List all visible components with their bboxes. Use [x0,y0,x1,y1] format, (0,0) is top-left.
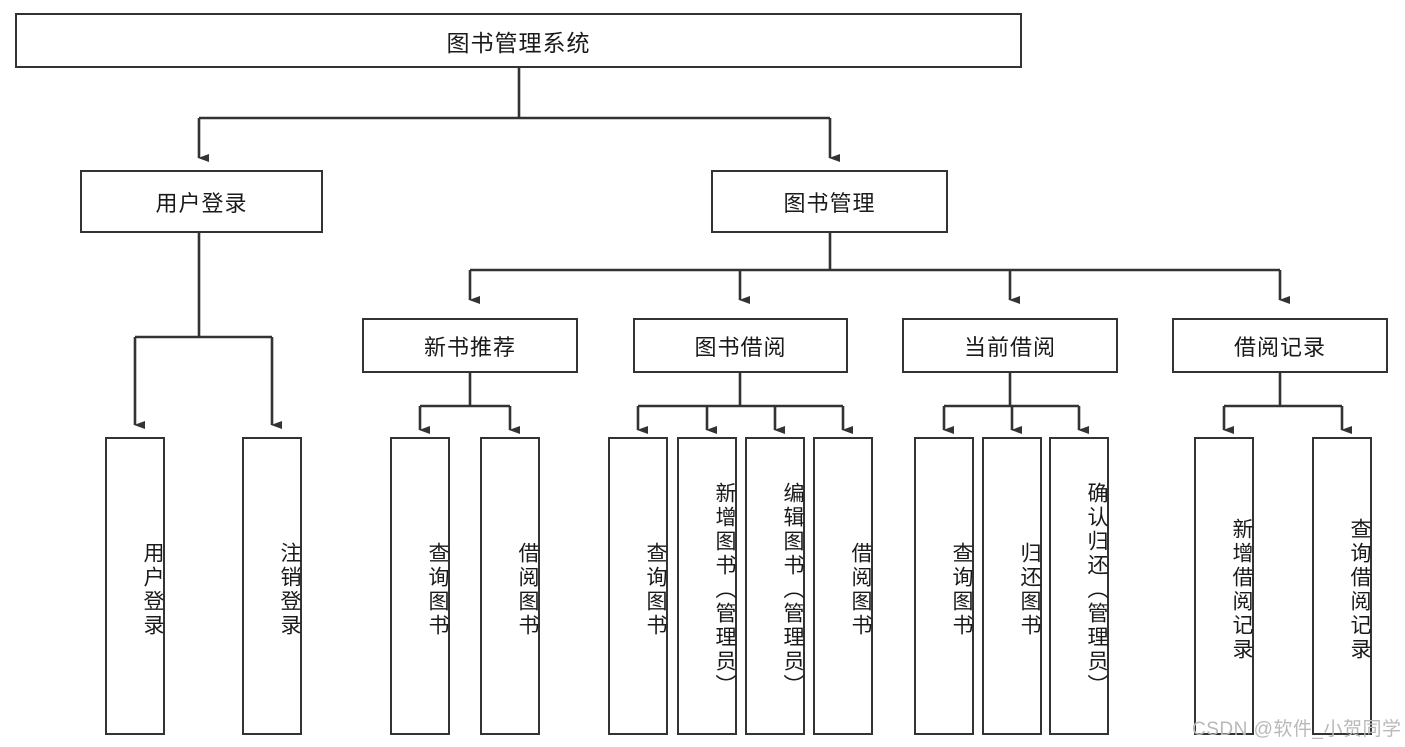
node-leaf-return-book-label: 归还图书 [1018,542,1041,638]
node-user-login-label: 用户登录 [155,190,248,216]
node-leaf-confirm-return-label: 确认归还（管理员） [1085,482,1108,698]
node-leaf-query-record[interactable]: 查询借阅记录 [1312,437,1372,735]
node-leaf-query-book-current-label: 查询图书 [950,542,973,638]
node-user-login[interactable]: 用户登录 [80,170,323,233]
node-leaf-query-book-borrow[interactable]: 查询图书 [608,437,668,735]
node-leaf-query-book-recommend-label: 查询图书 [426,542,449,638]
node-current-borrow-label: 当前借阅 [963,334,1056,360]
node-leaf-borrow-book-recommend[interactable]: 借阅图书 [480,437,540,735]
node-leaf-user-login[interactable]: 用户登录 [105,437,165,735]
node-leaf-add-record[interactable]: 新增借阅记录 [1194,437,1254,735]
node-book-borrow[interactable]: 图书借阅 [633,318,848,373]
node-book-borrow-label: 图书借阅 [694,334,787,360]
node-leaf-add-book[interactable]: 新增图书（管理员） [677,437,737,735]
node-root[interactable]: 图书管理系统 [15,13,1022,68]
node-new-book-recommend[interactable]: 新书推荐 [362,318,578,373]
node-leaf-edit-book-label: 编辑图书（管理员） [781,482,804,698]
node-leaf-query-record-label: 查询借阅记录 [1348,518,1371,662]
node-leaf-logout-label: 注销登录 [278,542,301,638]
node-leaf-query-book-borrow-label: 查询图书 [644,542,667,638]
node-book-manage-label: 图书管理 [783,190,876,216]
node-leaf-edit-book[interactable]: 编辑图书（管理员） [745,437,805,735]
csdn-watermark: CSDN @软件_小贺同学 [1192,719,1402,740]
node-root-label: 图书管理系统 [446,29,591,56]
node-leaf-borrow-book[interactable]: 借阅图书 [813,437,873,735]
node-leaf-query-book-recommend[interactable]: 查询图书 [390,437,450,735]
node-leaf-logout[interactable]: 注销登录 [242,437,302,735]
node-book-manage[interactable]: 图书管理 [711,170,948,233]
node-leaf-return-book[interactable]: 归还图书 [982,437,1042,735]
node-borrow-record-label: 借阅记录 [1233,334,1326,360]
node-leaf-add-record-label: 新增借阅记录 [1230,518,1253,662]
node-current-borrow[interactable]: 当前借阅 [902,318,1118,373]
node-leaf-user-login-label: 用户登录 [141,542,164,638]
node-leaf-add-book-label: 新增图书（管理员） [713,482,736,698]
node-leaf-query-book-current[interactable]: 查询图书 [914,437,974,735]
node-new-book-recommend-label: 新书推荐 [423,334,516,360]
node-leaf-confirm-return[interactable]: 确认归还（管理员） [1049,437,1109,735]
node-leaf-borrow-book-label: 借阅图书 [849,542,872,638]
node-borrow-record[interactable]: 借阅记录 [1172,318,1388,373]
node-leaf-borrow-book-recommend-label: 借阅图书 [516,542,539,638]
